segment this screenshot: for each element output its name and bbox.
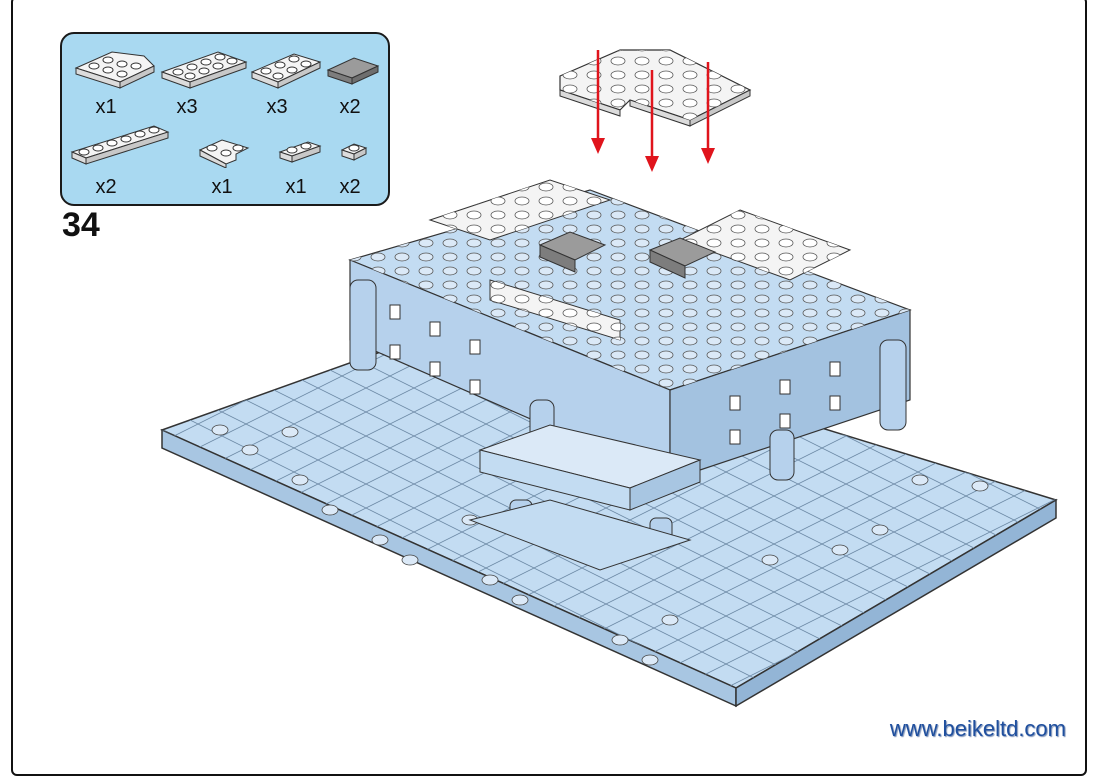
plate-1x2-icon xyxy=(278,141,322,163)
step-number: 34 xyxy=(62,206,100,244)
part-qty-4: x2 xyxy=(339,96,361,118)
part-qty-5: x2 xyxy=(95,176,117,198)
part-qty-3: x3 xyxy=(266,96,288,118)
corner-plate-icon xyxy=(198,139,250,168)
top-layer xyxy=(350,179,910,390)
parts-list-panel: x1 x3 x3 x2 x2 x1 x1 x2 xyxy=(60,32,390,206)
part-qty-1: x1 xyxy=(95,96,117,118)
part-qty-2: x3 xyxy=(176,96,198,118)
new-parts-floating xyxy=(559,49,752,127)
tile-2x2-dark-gray-icon xyxy=(326,57,380,85)
model-illustration xyxy=(159,49,1058,708)
website-url: www.beikeltd.com xyxy=(889,716,1066,741)
front-bench xyxy=(468,424,702,571)
part-qty-7: x1 xyxy=(285,176,307,198)
plate-1x1-icon xyxy=(340,143,368,161)
plate-2x4-icon xyxy=(160,51,248,89)
quarter-round-plate-icon xyxy=(74,51,155,89)
part-qty-6: x1 xyxy=(211,176,233,198)
placement-arrows xyxy=(591,50,715,172)
plate-2x3-icon xyxy=(250,53,322,89)
plate-1x6-icon xyxy=(70,125,170,165)
part-qty-8: x2 xyxy=(339,176,361,198)
